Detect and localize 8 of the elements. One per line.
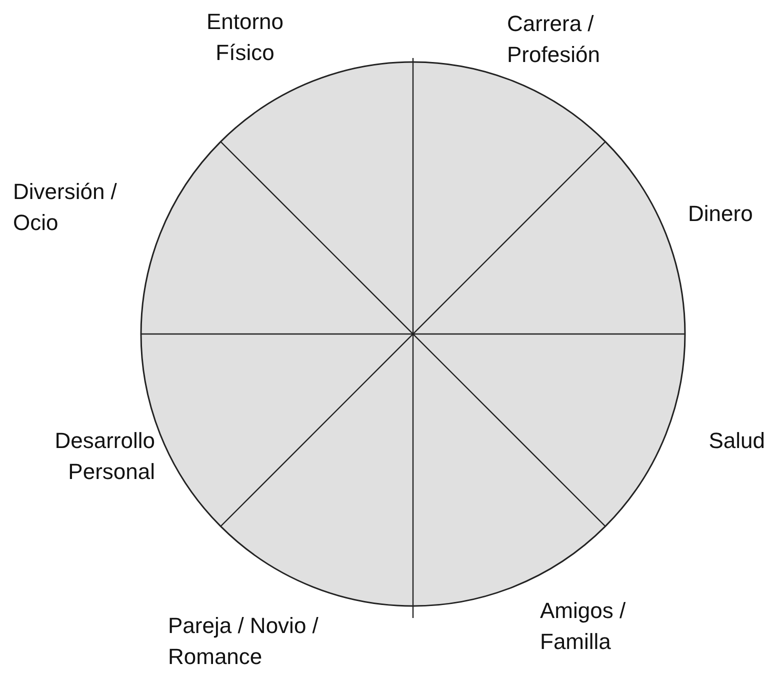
segment-label: Amigos / Familla — [540, 597, 627, 656]
segment-label: Salud — [708, 427, 765, 455]
segment-label: Carrera / Profesión — [507, 10, 601, 69]
segment-label: Desarrollo Personal — [54, 427, 155, 486]
segment-label: Pareja / Novio / Romance — [168, 612, 320, 671]
segment-label: Entorno Físico — [205, 8, 285, 67]
segment-label: Diversión / Ocio — [13, 178, 118, 237]
segment-label: Dinero — [688, 200, 754, 228]
